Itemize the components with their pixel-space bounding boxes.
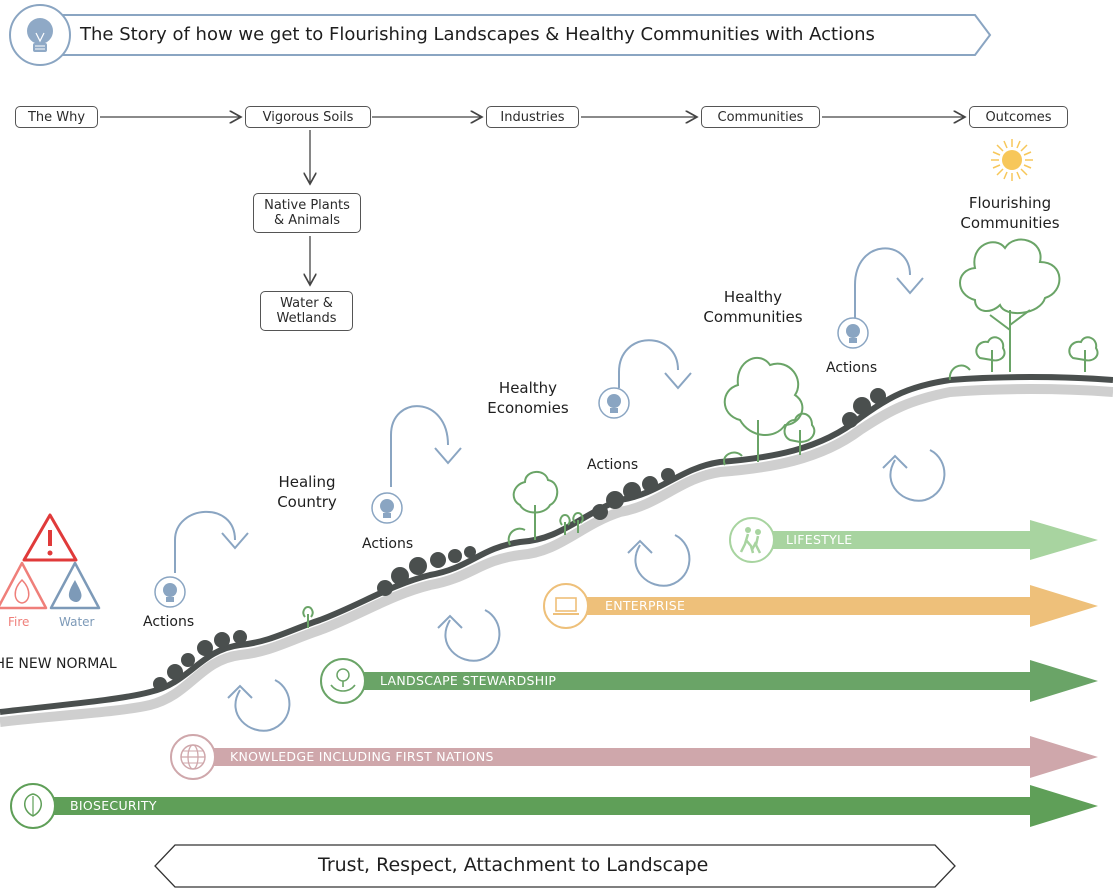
title-banner xyxy=(9,4,992,66)
stage-flourishing-communities: Flourishing Communities xyxy=(945,193,1075,233)
stage-healthy-comm-line2: Communities xyxy=(703,308,803,326)
biosecurity-arrow xyxy=(35,785,1098,827)
enterprise-label: ENTERPRISE xyxy=(605,598,686,613)
page-title: The Story of how we get to Flourishing L… xyxy=(80,24,875,45)
enterprise-arrow xyxy=(570,585,1098,627)
flow-box-plants: Native Plants & Animals xyxy=(253,193,361,233)
water-label: Water xyxy=(59,615,95,629)
stage-new-normal: THE NEW NORMAL xyxy=(0,656,117,672)
flow-communities-label: Communities xyxy=(717,109,804,125)
terrain-shadow xyxy=(0,384,1113,727)
stage-healthy-communities: Healthy Communities xyxy=(688,287,818,327)
globe-icon xyxy=(170,734,216,780)
actions-label-4: Actions xyxy=(826,360,878,376)
actions-label-2: Actions xyxy=(362,536,414,552)
action-bulb-icon xyxy=(154,317,869,608)
flow-box-water: Water & Wetlands xyxy=(260,291,353,331)
flow-box-soils: Vigorous Soils xyxy=(245,106,371,128)
terrain-ground xyxy=(0,374,1113,715)
knowledge-arrow xyxy=(195,736,1098,778)
alert-icon xyxy=(22,513,78,562)
landscape-arrow xyxy=(343,660,1098,702)
flow-plants-line1: Native Plants xyxy=(264,198,350,213)
theme-arrows xyxy=(35,520,1098,827)
tree-icons xyxy=(302,238,1099,628)
flow-water-line1: Water & xyxy=(280,296,333,311)
stage-healing-country: Healing Country xyxy=(262,472,352,512)
biosecurity-label: BIOSECURITY xyxy=(70,798,157,813)
water-drop-icon xyxy=(49,561,101,610)
enterprise-icon xyxy=(543,583,589,629)
sun-icon xyxy=(991,139,1033,181)
bottom-banner-text: Trust, Respect, Attachment to Landscape xyxy=(318,854,709,876)
stage-healing-line1: Healing xyxy=(278,473,336,491)
bush-clumps xyxy=(153,388,886,691)
actions-label-1: Actions xyxy=(143,614,195,630)
stage-flourishing-line1: Flourishing xyxy=(968,194,1052,212)
flow-box-industries: Industries xyxy=(486,106,579,128)
landscape-icon xyxy=(320,658,366,704)
flow-box-outcomes: Outcomes xyxy=(969,106,1068,128)
flow-box-why: The Why xyxy=(15,106,98,128)
lightbulb-icon xyxy=(27,18,53,52)
flow-industries-label: Industries xyxy=(500,109,565,125)
flow-soils-label: Vigorous Soils xyxy=(262,109,354,125)
stage-economies-line1: Healthy xyxy=(498,379,558,397)
stage-healthy-comm-line1: Healthy xyxy=(723,288,783,306)
stage-healing-line2: Country xyxy=(277,493,337,511)
stage-healthy-economies: Healthy Economies xyxy=(478,378,578,418)
stage-economies-line2: Economies xyxy=(487,399,569,417)
flow-arrows xyxy=(100,117,965,285)
lifestyle-icon xyxy=(729,517,775,563)
flow-plants-line2: & Animals xyxy=(273,213,341,228)
cycle-arrows xyxy=(227,449,946,732)
fire-icon xyxy=(0,561,48,610)
fire-label: Fire xyxy=(8,615,30,629)
leaf-icon xyxy=(10,783,56,829)
action-arrows xyxy=(174,247,924,573)
flow-water-line2: Wetlands xyxy=(276,311,337,326)
flow-why-label: The Why xyxy=(27,109,86,125)
landscape-label: LANDSCAPE STEWARDSHIP xyxy=(380,673,557,688)
actions-label-3: Actions xyxy=(587,457,639,473)
flow-outcomes-label: Outcomes xyxy=(985,109,1052,125)
lifestyle-label: LIFESTYLE xyxy=(786,532,853,547)
stage-flourishing-line2: Communities xyxy=(960,214,1060,232)
bottom-banner xyxy=(154,844,956,888)
lifestyle-arrow xyxy=(760,520,1098,560)
flow-box-communities: Communities xyxy=(701,106,820,128)
knowledge-label: KNOWLEDGE INCLUDING FIRST NATIONS xyxy=(230,749,494,764)
